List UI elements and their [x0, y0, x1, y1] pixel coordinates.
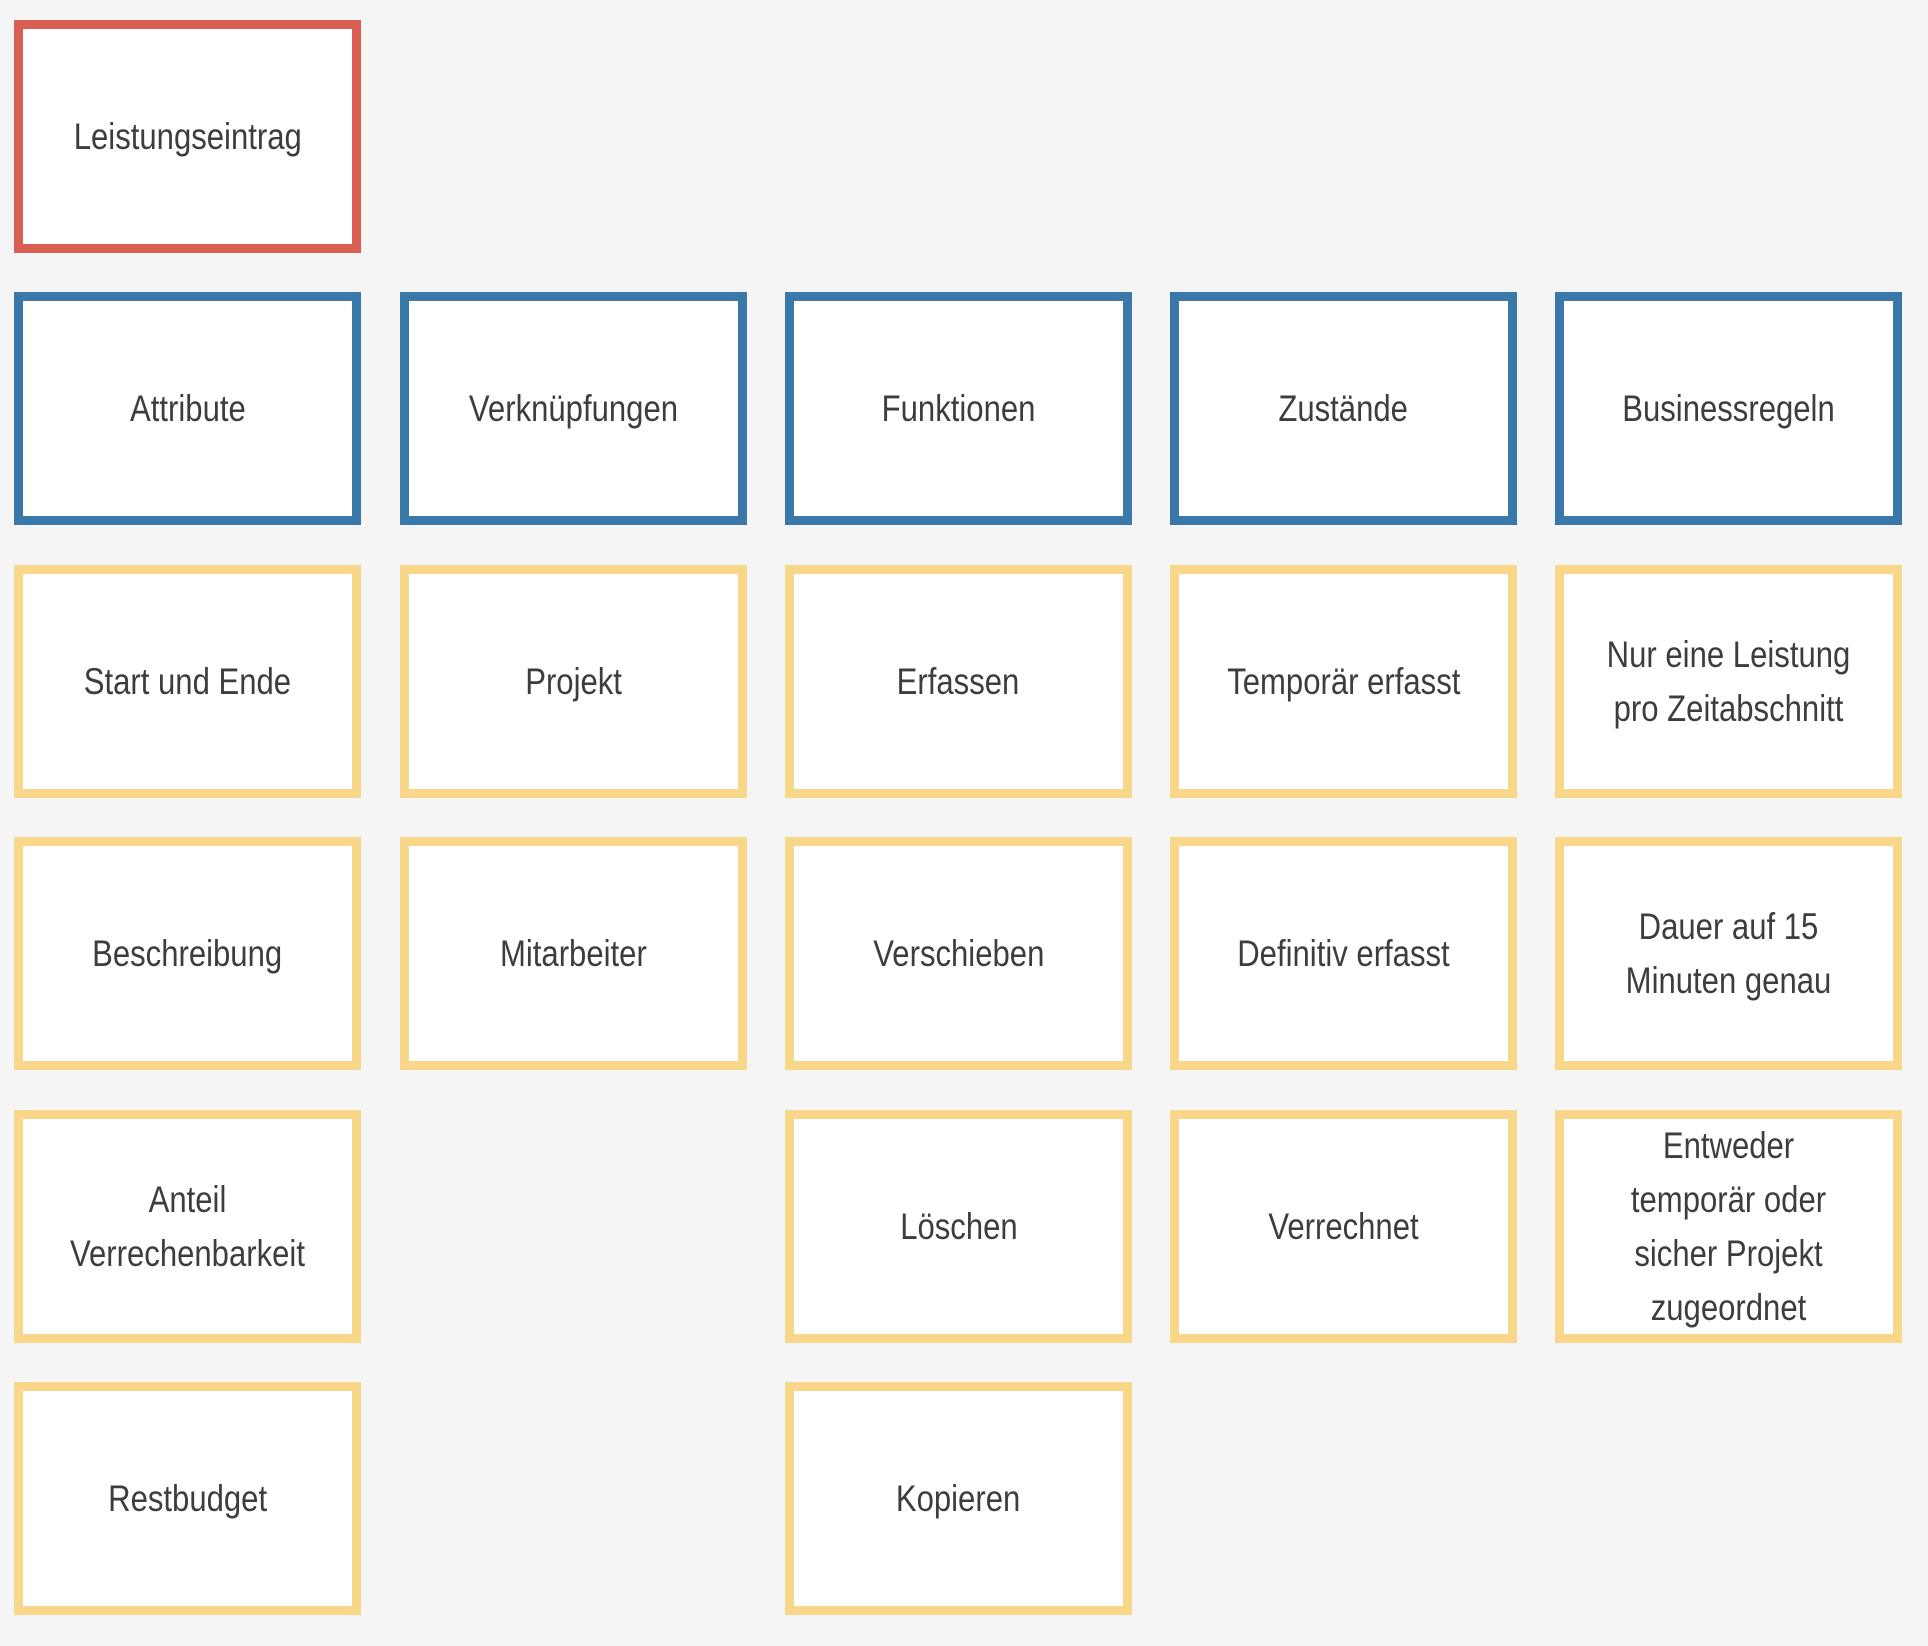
item-restbudget: Restbudget [14, 1382, 361, 1615]
item-label: Kopieren [896, 1477, 1021, 1519]
category-label: Attribute [129, 387, 246, 429]
item-projekt: Projekt [400, 565, 747, 798]
root-node-label: Leistungseintrag [73, 115, 302, 157]
item-dauer-15-minuten: Dauer auf 15 Minuten genau [1555, 837, 1902, 1070]
item-label: Nur eine Leistung pro Zeitabschnitt [1606, 633, 1851, 729]
item-entweder-temporaer: Entweder temporär oder sicher Projekt zu… [1555, 1110, 1902, 1343]
item-label: Erfassen [897, 660, 1020, 702]
item-start-und-ende: Start und Ende [14, 565, 361, 798]
item-label: Restbudget [108, 1477, 267, 1519]
category-attribute: Attribute [14, 292, 361, 525]
item-label: Projekt [525, 660, 622, 702]
category-label: Funktionen [881, 387, 1036, 429]
item-mitarbeiter: Mitarbeiter [400, 837, 747, 1070]
item-label: Dauer auf 15 Minuten genau [1625, 905, 1832, 1001]
item-erfassen: Erfassen [785, 565, 1132, 798]
item-kopieren: Kopieren [785, 1382, 1132, 1615]
item-temporaer-erfasst: Temporär erfasst [1170, 565, 1517, 798]
item-label: Entweder temporär oder sicher Projekt zu… [1630, 1124, 1827, 1328]
item-anteil-verrechenbarkeit: Anteil Verrechenbarkeit [14, 1110, 361, 1343]
item-definitiv-erfasst: Definitiv erfasst [1170, 837, 1517, 1070]
root-node-leistungseintrag: Leistungseintrag [14, 20, 361, 253]
item-verrechnet: Verrechnet [1170, 1110, 1517, 1343]
category-label: Businessregeln [1622, 387, 1835, 429]
item-verschieben: Verschieben [785, 837, 1132, 1070]
item-label: Verschieben [872, 932, 1045, 974]
item-label: Verrechnet [1268, 1205, 1419, 1247]
category-label: Zustände [1278, 387, 1409, 429]
item-nur-eine-leistung: Nur eine Leistung pro Zeitabschnitt [1555, 565, 1902, 798]
item-label: Definitiv erfasst [1237, 932, 1450, 974]
item-label: Löschen [899, 1205, 1018, 1247]
item-loeschen: Löschen [785, 1110, 1132, 1343]
category-funktionen: Funktionen [785, 292, 1132, 525]
category-zustaende: Zustände [1170, 292, 1517, 525]
item-label: Mitarbeiter [500, 932, 647, 974]
item-label: Anteil Verrechenbarkeit [70, 1178, 305, 1274]
item-label: Start und Ende [83, 660, 292, 702]
item-label: Temporär erfasst [1226, 660, 1461, 702]
category-label: Verknüpfungen [468, 387, 679, 429]
category-businessregeln: Businessregeln [1555, 292, 1902, 525]
item-beschreibung: Beschreibung [14, 837, 361, 1070]
item-label: Beschreibung [92, 932, 283, 974]
category-verknuepfungen: Verknüpfungen [400, 292, 747, 525]
